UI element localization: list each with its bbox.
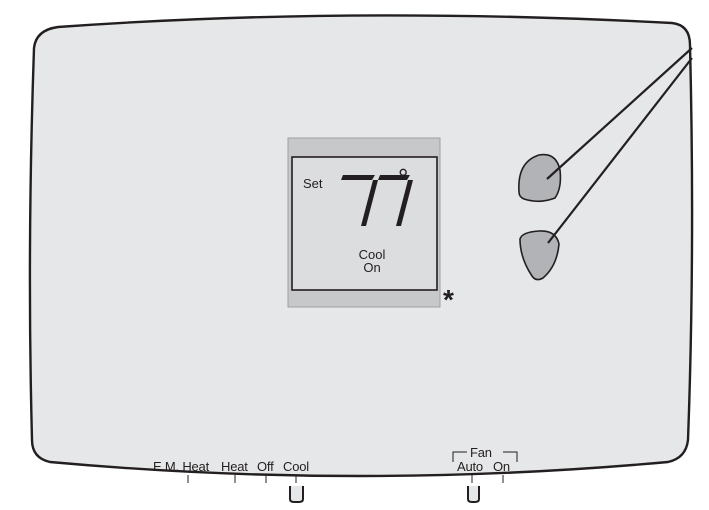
asterisk-marker: * [443,284,454,315]
degree-symbol: ° [398,163,409,193]
system-option-em-heat[interactable]: E.M. Heat [153,459,209,474]
temperature-up-button[interactable] [518,153,562,203]
system-option-off[interactable]: Off [257,459,274,474]
system-option-heat[interactable]: Heat [221,459,248,474]
fan-option-auto[interactable]: Auto [457,459,483,474]
fan-switch-nub[interactable] [467,486,480,503]
temperature-value: 77 [341,172,413,227]
system-switch-ticks [187,475,297,483]
system-switch-nub[interactable] [289,486,304,503]
status-text: On [363,260,381,275]
fan-option-on[interactable]: On [493,459,510,474]
up-button-leader-line [546,47,693,180]
down-button-leader-line [547,57,693,244]
mode-text: Cool [358,247,386,262]
fan-bracket [452,451,518,483]
system-option-cool[interactable]: Cool [283,459,309,474]
set-label: Set [303,176,323,191]
fan-group-label: Fan [470,445,492,460]
temperature-segments [341,175,413,226]
